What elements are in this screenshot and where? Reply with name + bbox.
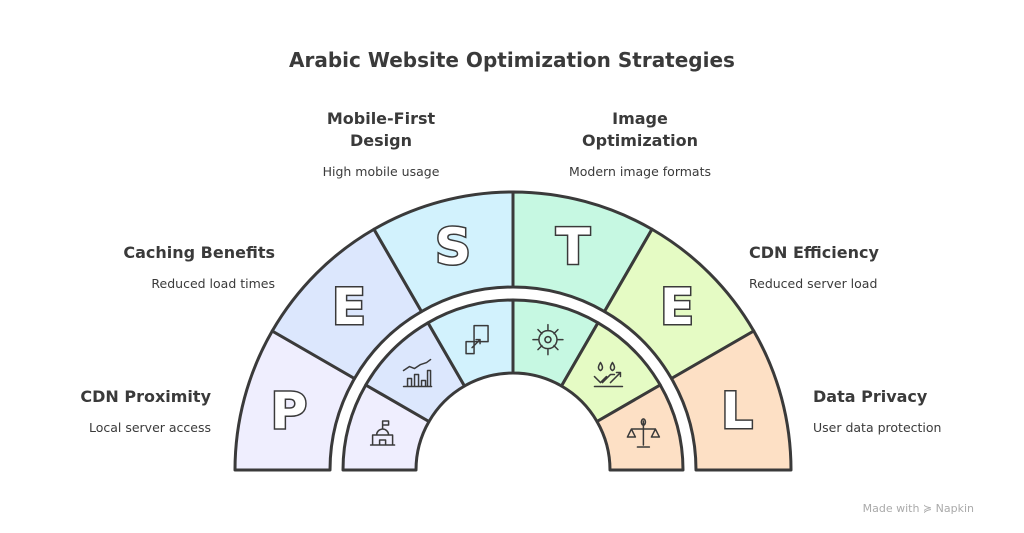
pestel-letter: L: [721, 382, 753, 440]
label-caching-benefits: Caching Benefits Reduced load times: [15, 242, 275, 291]
napkin-watermark: Made with ≽ Napkin: [862, 502, 974, 515]
label-data-privacy: Data Privacy User data protection: [813, 386, 1024, 435]
label-heading: Data Privacy: [813, 387, 928, 406]
pestel-letter: S: [435, 218, 471, 276]
label-heading: CDN Proximity: [80, 387, 211, 406]
pestel-letter: E: [660, 278, 694, 336]
label-desc: Reduced server load: [749, 276, 878, 291]
label-heading: Caching Benefits: [123, 243, 275, 262]
label-desc: Reduced load times: [151, 276, 275, 291]
government-building-icon: [369, 420, 396, 446]
outer-segment-l: [669, 329, 793, 472]
diagram-title: Arabic Website Optimization Strategies: [289, 48, 735, 72]
label-desc: Local server access: [88, 420, 211, 435]
label-heading: Mobile-First Design: [326, 109, 436, 150]
pestel-letter: T: [556, 218, 590, 276]
growth-chart-icon: [402, 358, 433, 388]
label-cdn-efficiency: CDN Efficiency Reduced server load: [749, 242, 1009, 291]
label-desc: Modern image formats: [569, 164, 711, 179]
label-desc: High mobile usage: [322, 164, 440, 179]
label-desc: User data protection: [813, 420, 942, 435]
drops-trend-icon: [593, 361, 624, 388]
gear-sun-icon: [532, 323, 564, 356]
label-cdn-proximity: CDN Proximity Local server access: [0, 386, 211, 435]
label-heading: Image Optimization: [582, 109, 698, 150]
label-mobile-first: Mobile-First Design High mobile usage: [251, 108, 511, 179]
pestel-letter: P: [271, 382, 308, 440]
pestel-letter: E: [332, 278, 366, 336]
label-image-optimization: Image Optimization Modern image formats: [510, 108, 770, 179]
inner-segment: [595, 383, 685, 472]
label-heading: CDN Efficiency: [749, 243, 879, 262]
scales-icon: [626, 418, 661, 448]
device-resize-icon: [465, 324, 489, 355]
